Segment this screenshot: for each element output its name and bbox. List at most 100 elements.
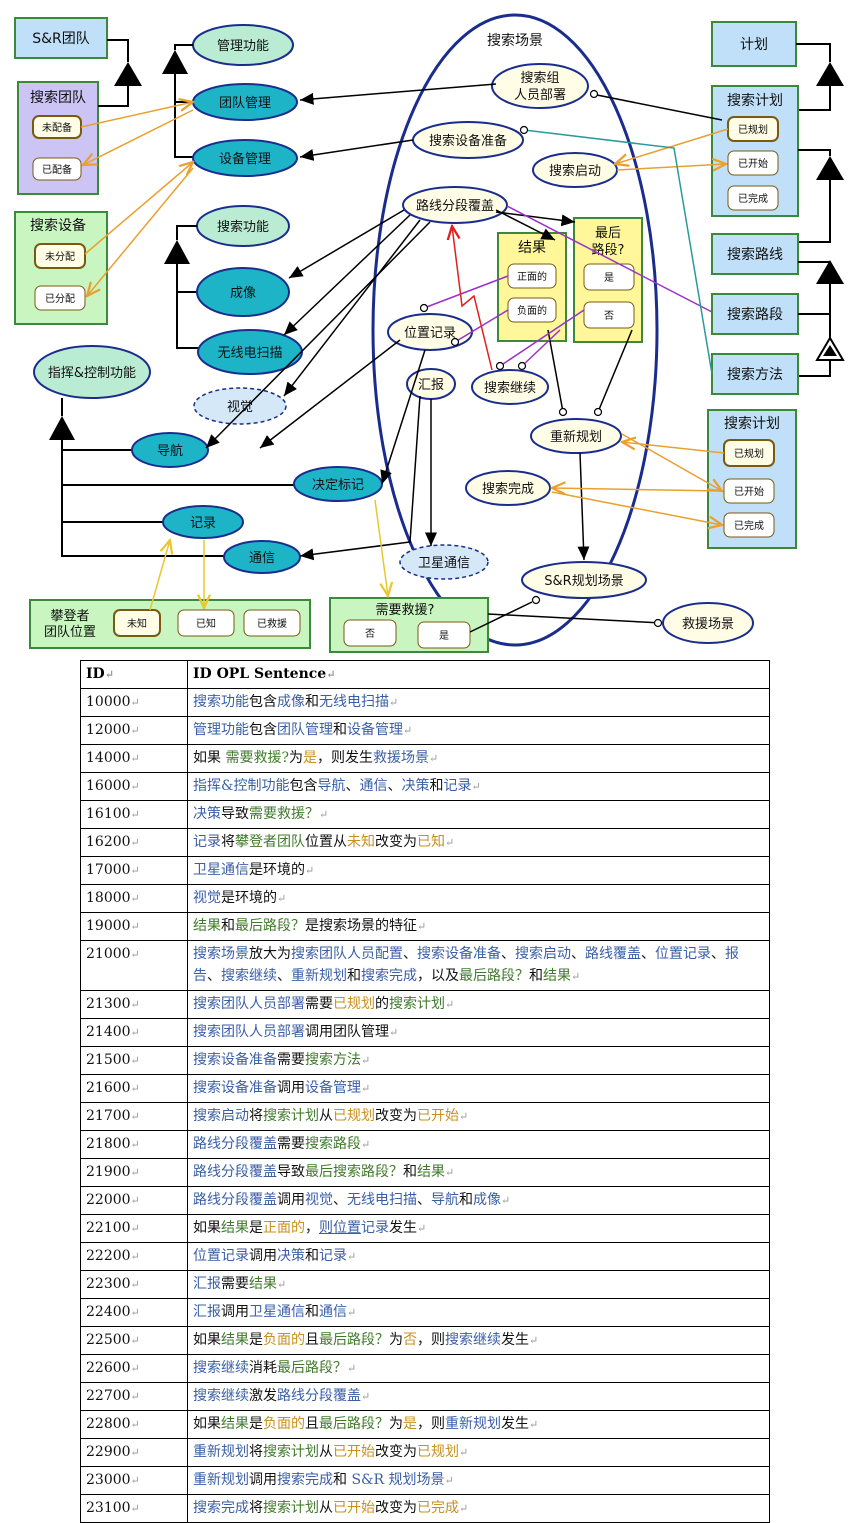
row-sentence: 搜索团队人员部署需要已规划的搜索计划↵ (187, 990, 770, 1019)
row-id: 16000↵ (80, 772, 188, 801)
row-sentence: 路线分段覆盖导致最后搜索路段？和结果↵ (187, 1158, 770, 1187)
row-id: 10000↵ (80, 688, 188, 717)
table-header-row: ID↵ ID OPL Sentence↵ (80, 660, 770, 689)
state-no-label: 否 (604, 310, 614, 322)
report-label: 汇报 (418, 378, 444, 393)
last-segment-label: 最后 (595, 226, 621, 241)
search-method-label: 搜索方法 (727, 366, 783, 383)
plan-object (711, 21, 797, 67)
state2-planned-label: 已规划 (734, 447, 764, 460)
row-sentence: 汇报调用卫星通信和通信↵ (187, 1298, 770, 1327)
yellow-links (149, 499, 388, 611)
search-continue-label: 搜索继续 (484, 381, 536, 396)
command-control-function (33, 345, 151, 399)
instrument-circles (419, 89, 663, 628)
state-assigned (34, 285, 86, 311)
search-function-aggregation-icon (164, 240, 190, 264)
equipment-management-label: 设备管理 (219, 151, 271, 167)
row-id: 22900↵ (80, 1438, 188, 1467)
table-row: 21700↵搜索启动将搜索计划从已规划改变为已开始↵ (80, 1102, 770, 1131)
state-assigned-label: 已分配 (45, 293, 75, 305)
row-id: 21900↵ (80, 1158, 188, 1187)
row-id: 18000↵ (80, 884, 188, 913)
row-sentence: 记录将攀登者团队位置从未知改变为已知↵ (187, 828, 770, 857)
table-row: 22900↵重新规划将搜索计划从已开始改变为已规划↵ (80, 1438, 770, 1467)
purple-links (423, 205, 713, 367)
search-plan-label: 搜索计划 (727, 92, 783, 109)
sr-team-tree (98, 39, 129, 107)
row-id: 22000↵ (80, 1186, 188, 1215)
row-id: 19000↵ (80, 912, 188, 941)
plan-aggregation-icon (816, 62, 844, 86)
table-row: 10000↵搜索功能包含成像和无线电扫描↵ (80, 688, 770, 717)
state-started (727, 150, 779, 176)
row-sentence: 视觉是环境的↵ (187, 884, 770, 913)
table-row: 12000↵管理功能包含团队管理和设备管理↵ (80, 716, 770, 745)
row-id: 14000↵ (80, 744, 188, 773)
row-id: 23000↵ (80, 1466, 188, 1495)
table-row: 21000↵搜索场景放大为搜索团队人员配置、搜索设备准备、搜索启动、路线覆盖、位… (80, 940, 770, 991)
vision-label: 视觉 (227, 400, 253, 415)
state-yes (583, 263, 635, 291)
table-row: 21600↵搜索设备准备调用设备管理↵ (80, 1074, 770, 1103)
sr-planning-scene (521, 561, 647, 599)
imaging-label: 成像 (230, 286, 256, 301)
plan-route-aggregation-icon (816, 156, 844, 180)
state-known-label: 已知 (196, 617, 216, 630)
state-no (583, 301, 635, 329)
state2-completed-label: 已完成 (734, 519, 764, 532)
table-row: 16200↵记录将攀登者团队位置从未知改变为已知↵ (80, 828, 770, 857)
table-row: 23100↵搜索完成将搜索计划从已开始改变为已完成↵ (80, 1494, 770, 1523)
state-rescue-no (343, 619, 397, 647)
satellite-comm (399, 544, 489, 580)
search-segment-label: 搜索路段 (727, 306, 783, 323)
row-sentence: 路线分段覆盖需要搜索路段↵ (187, 1130, 770, 1159)
header-sentence: ID OPL Sentence↵ (187, 660, 770, 689)
red-invocation-link (452, 226, 493, 371)
row-id: 21600↵ (80, 1074, 188, 1103)
row-id: 12000↵ (80, 716, 188, 745)
rescue-scene-label: 救援场景 (682, 616, 734, 632)
plan-label: 计划 (740, 37, 768, 53)
teal-link (523, 129, 713, 375)
row-id: 21400↵ (80, 1018, 188, 1047)
black-links (205, 83, 723, 633)
management-aggregation-icon (162, 50, 188, 74)
table-row: 22400↵汇报调用卫星通信和通信↵ (80, 1298, 770, 1327)
opm-diagram: 搜索场景 S&R团队 搜索团队 未配备 已配备 搜索设备 未分配 已分配 管理功… (14, 13, 845, 653)
state-completed-label: 已完成 (738, 192, 768, 205)
row-sentence: 如果 需要救援?为是，则发生救援场景↵ (187, 744, 770, 773)
command-control-label: 指挥&控制功能 (48, 366, 136, 381)
record-label: 记录 (190, 516, 216, 531)
row-sentence: 搜索设备准备需要搜索方法↵ (187, 1046, 770, 1075)
state-equipped-label: 已配备 (42, 163, 72, 176)
table-row: 16100↵决策导致需要救援？↵ (80, 800, 770, 829)
table-row: 22000↵路线分段覆盖调用视觉、无线电扫描、导航和成像↵ (80, 1186, 770, 1215)
state-started-label: 已开始 (738, 157, 768, 170)
row-id: 22800↵ (80, 1410, 188, 1439)
row-sentence: 管理功能包含团队管理和设备管理↵ (187, 716, 770, 745)
state-unassigned (34, 243, 86, 269)
table-row: 21900↵路线分段覆盖导致最后搜索路段？和结果↵ (80, 1158, 770, 1187)
search-function-label: 搜索功能 (217, 220, 269, 235)
state-rescued (243, 609, 301, 637)
state2-started-label: 已开始 (734, 485, 764, 498)
table-row: 21300↵搜索团队人员部署需要已规划的搜索计划↵ (80, 990, 770, 1019)
table-row: 16000↵指挥&控制功能包含导航、通信、决策和记录↵ (80, 772, 770, 801)
table-row: 21400↵搜索团队人员部署调用团队管理↵ (80, 1018, 770, 1047)
row-sentence: 搜索团队人员部署调用团队管理↵ (187, 1018, 770, 1047)
command-control-tree (61, 398, 296, 557)
search-start-label: 搜索启动 (549, 164, 601, 179)
position-record-label: 位置记录 (404, 326, 456, 341)
state-rescue-yes (417, 621, 471, 649)
table-row: 22300↵汇报需要结果↵ (80, 1270, 770, 1299)
team-deploy-label-2: 人员部署 (514, 88, 566, 103)
record (162, 505, 244, 539)
search-route-object (711, 233, 799, 275)
state-rescue-yes-label: 是 (439, 630, 449, 642)
row-id: 22500↵ (80, 1326, 188, 1355)
sr-team-object (14, 17, 108, 59)
state-unknown (113, 609, 161, 637)
route-coverage-label: 路线分段覆盖 (416, 198, 494, 214)
team-deploy (491, 63, 589, 109)
